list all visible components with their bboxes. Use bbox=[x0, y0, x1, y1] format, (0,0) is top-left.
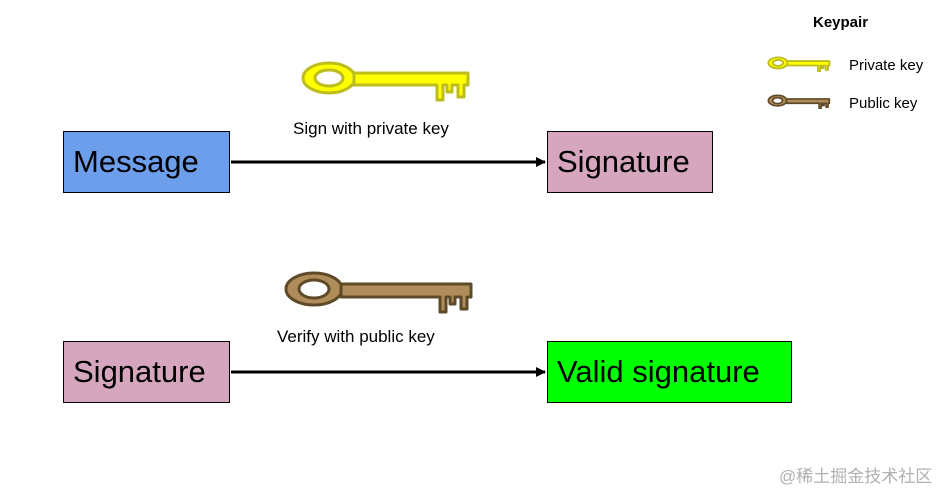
sign-label: Sign with private key bbox=[293, 119, 449, 138]
message-box: Message bbox=[63, 131, 230, 193]
legend-title: Keypair bbox=[813, 14, 869, 31]
legend-public-key-label: Public key bbox=[849, 95, 918, 112]
signature-output-box: Signature bbox=[547, 131, 713, 193]
legend-private-key-icon bbox=[767, 56, 831, 72]
legend-public-key-icon bbox=[767, 94, 831, 110]
valid-signature-box: Valid signature bbox=[547, 341, 792, 403]
legend-private-key-label: Private key bbox=[849, 57, 924, 74]
signature-input-box: Signature bbox=[63, 341, 230, 403]
private-key-icon bbox=[301, 61, 470, 102]
public-key-icon bbox=[284, 271, 473, 314]
watermark: @稀土掘金技术社区 bbox=[779, 467, 933, 486]
verify-label: Verify with public key bbox=[277, 327, 435, 346]
